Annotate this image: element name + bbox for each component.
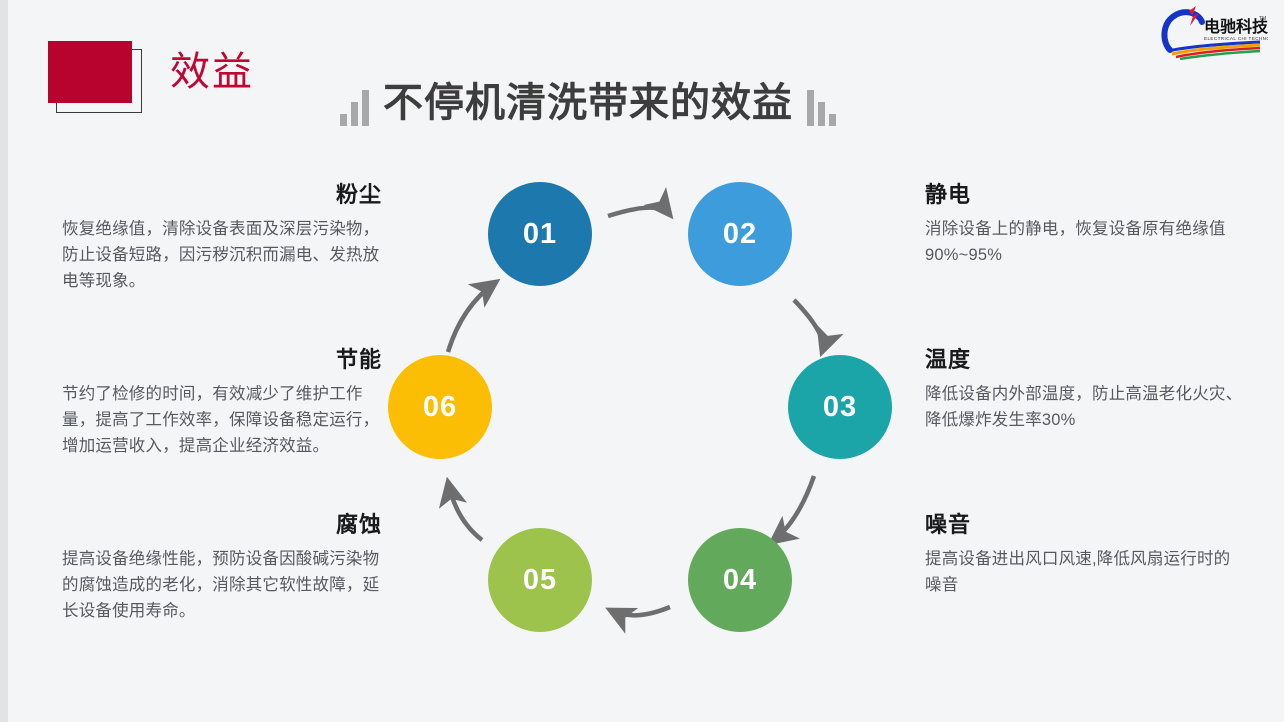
page-title: 不停机清洗带来的效益 xyxy=(383,81,793,125)
benefit-block-noise: 噪音 提高设备进出风口风速,降低风扇运行时的噪音 xyxy=(925,512,1245,598)
cycle-node-01[interactable]: 01 xyxy=(488,182,592,286)
benefit-body-dust: 恢复绝缘值，清除设备表面及深层污染物，防止设备短路，因污秽沉积而漏电、发热放电等… xyxy=(62,220,380,290)
svg-text:电驰科技: 电驰科技 xyxy=(1204,17,1268,36)
slide-left-edge xyxy=(0,0,8,722)
benefit-body-static: 消除设备上的静电，恢复设备原有绝缘值90%~95% xyxy=(925,220,1226,264)
benefit-block-energy: 节能 节约了检修的时间，有效减少了维护工作量，提高了工作效率，保障设备稳定运行，… xyxy=(62,347,382,459)
header-kicker: 效益 xyxy=(170,49,254,94)
arrow-04-to-05 xyxy=(605,604,671,634)
company-logo: 电驰科技 ELECTRICAL CHI TECHNOLOGY TM xyxy=(1156,4,1284,61)
bar-chart-ascending-icon xyxy=(340,90,369,126)
benefit-heading-noise: 噪音 xyxy=(925,512,972,537)
benefit-body-temperature: 降低设备内外部温度，防止高温老化火灾、降低爆炸发生率30% xyxy=(925,385,1243,429)
cycle-node-02[interactable]: 02 xyxy=(688,182,792,286)
logo-mark-icon: 电驰科技 ELECTRICAL CHI TECHNOLOGY TM xyxy=(1161,6,1284,61)
cycle-node-06[interactable]: 06 xyxy=(388,355,492,459)
arrow-06-to-01 xyxy=(445,278,501,353)
benefit-heading-dust: 粉尘 xyxy=(335,182,382,207)
arrow-03-to-04 xyxy=(767,475,817,546)
arrow-01-to-02 xyxy=(607,187,674,220)
cycle-node-05[interactable]: 05 xyxy=(488,528,592,632)
benefit-heading-corrosion: 腐蚀 xyxy=(335,512,382,537)
cycle-node-04[interactable]: 04 xyxy=(688,528,792,632)
benefit-block-dust: 粉尘 恢复绝缘值，清除设备表面及深层污染物，防止设备短路，因污秽沉积而漏电、发热… xyxy=(62,182,382,294)
arrow-02-to-03 xyxy=(792,298,844,358)
svg-text:TM: TM xyxy=(1259,16,1266,22)
cycle-arrows xyxy=(438,187,844,634)
benefit-body-energy: 节约了检修的时间，有效减少了维护工作量，提高了工作效率，保障设备稳定运行，增加运… xyxy=(62,385,380,455)
benefit-block-corrosion: 腐蚀 提高设备绝缘性能，预防设备因酸碱污染物的腐蚀造成的老化，消除其它软性故障，… xyxy=(62,512,382,624)
svg-text:ELECTRICAL CHI TECHNOLOGY: ELECTRICAL CHI TECHNOLOGY xyxy=(1204,36,1268,41)
header-title-group: 不停机清洗带来的效益 xyxy=(340,66,836,126)
cycle-node-03[interactable]: 03 xyxy=(788,355,892,459)
arrow-05-to-06 xyxy=(438,476,484,542)
benefits-cycle-diagram: 01 02 03 04 05 06 xyxy=(370,170,910,670)
benefit-heading-static: 静电 xyxy=(925,182,972,207)
header-badge-square xyxy=(48,41,132,103)
benefit-body-corrosion: 提高设备绝缘性能，预防设备因酸碱污染物的腐蚀造成的老化，消除其它软性故障，延长设… xyxy=(62,550,380,620)
benefit-heading-temperature: 温度 xyxy=(925,347,972,372)
bar-chart-descending-icon xyxy=(807,90,836,126)
benefit-body-noise: 提高设备进出风口风速,降低风扇运行时的噪音 xyxy=(925,550,1231,594)
benefit-block-static: 静电 消除设备上的静电，恢复设备原有绝缘值90%~95% xyxy=(925,182,1245,268)
benefit-block-temperature: 温度 降低设备内外部温度，防止高温老化火灾、降低爆炸发生率30% xyxy=(925,347,1245,433)
benefit-heading-energy: 节能 xyxy=(335,347,382,372)
